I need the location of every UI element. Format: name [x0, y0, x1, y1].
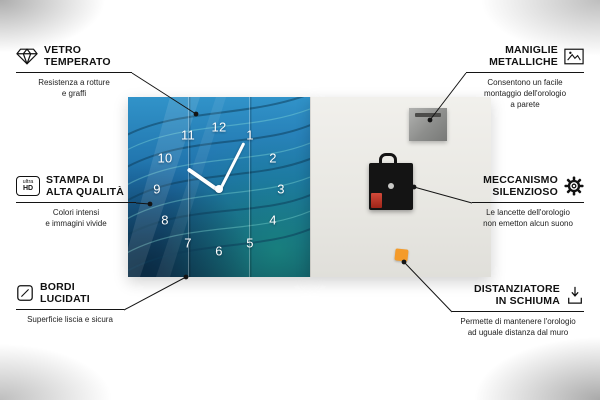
callout-desc: Colori intensi e immagini vivide — [45, 208, 107, 228]
spacer-icon — [566, 285, 584, 305]
callout-desc: Superficie liscia e sicura — [27, 315, 113, 324]
ultra-hd-label: HD — [22, 185, 34, 193]
clock-number: 2 — [269, 150, 277, 166]
hanger-slot — [415, 113, 441, 117]
callout-desc: Consentono un facile montaggio dell'orol… — [483, 78, 567, 109]
callout-title: VETRO TEMPERATO — [44, 43, 111, 68]
callout-title: MECCANISMO SILENZIOSO — [483, 173, 558, 198]
callout-maniglie-metalliche: MANIGLIE METALLICHE Consentono un facile… — [466, 43, 584, 110]
gear-icon — [564, 176, 584, 196]
clock-number: 4 — [269, 212, 277, 228]
clock-number: 7 — [184, 235, 192, 251]
metal-hanger-plate — [409, 108, 447, 141]
clock-number: 5 — [246, 235, 254, 251]
callout-head: BORDI LUCIDATI — [16, 280, 124, 310]
clock-number: 10 — [157, 150, 173, 166]
clock-mechanism — [369, 153, 413, 210]
callout-stampa-alta-qualita: ultra HD STAMPA DI ALTA QUALITÀ Colori i… — [16, 173, 136, 230]
clock-number: 3 — [277, 181, 285, 197]
callout-title: DISTANZIATORE IN SCHIUMA — [473, 282, 560, 307]
callout-desc: Le lancette dell'orologio non emetton al… — [483, 208, 573, 228]
polished-edge-icon — [16, 284, 34, 302]
connector-bordi — [123, 276, 187, 311]
callout-title: MANIGLIE METALLICHE — [489, 43, 558, 68]
clock-number: 11 — [180, 127, 196, 143]
callout-desc: Permette di mantenere l'orologio ad ugua… — [460, 317, 576, 337]
clock-number: 8 — [161, 212, 169, 228]
ultra-hd-label: ultra — [22, 178, 34, 185]
clock-front-panel: 12 1 2 3 4 5 6 7 8 9 10 11 — [128, 97, 310, 277]
clock-center-cap — [215, 185, 223, 193]
callout-head: ultra HD STAMPA DI ALTA QUALITÀ — [16, 173, 136, 203]
callout-bordi-lucidati: BORDI LUCIDATI Superficie liscia e sicur… — [16, 280, 124, 326]
clock-number: 9 — [153, 181, 161, 197]
callout-meccanismo-silenzioso: MECCANISMO SILENZIOSO Le lancette dell'o… — [472, 173, 584, 230]
ultra-hd-icon: ultra HD — [16, 176, 40, 196]
battery — [371, 193, 382, 208]
clock-back-panel — [310, 97, 491, 277]
callout-head: MANIGLIE METALLICHE — [466, 43, 584, 73]
mechanism-shaft — [388, 183, 394, 189]
callout-head: VETRO TEMPERATO — [16, 43, 132, 73]
foam-spacer — [394, 248, 409, 262]
diamond-icon — [16, 47, 38, 66]
callout-title: STAMPA DI ALTA QUALITÀ — [46, 173, 125, 198]
clock-number: 1 — [246, 127, 254, 143]
callout-head: DISTANZIATORE IN SCHIUMA — [452, 282, 584, 312]
callout-head: MECCANISMO SILENZIOSO — [472, 173, 584, 203]
mechanism-hook — [379, 153, 397, 168]
callout-title: BORDI LUCIDATI — [40, 280, 90, 305]
picture-frame-icon — [564, 48, 584, 65]
clock-number: 12 — [211, 119, 227, 135]
callout-distanziatore-schiuma: DISTANZIATORE IN SCHIUMA Permette di man… — [452, 282, 584, 339]
callout-desc: Resistenza a rotture e graffi — [38, 78, 110, 98]
clock-number: 6 — [215, 243, 223, 259]
callout-vetro-temperato: VETRO TEMPERATO Resistenza a rotture e g… — [16, 43, 132, 100]
